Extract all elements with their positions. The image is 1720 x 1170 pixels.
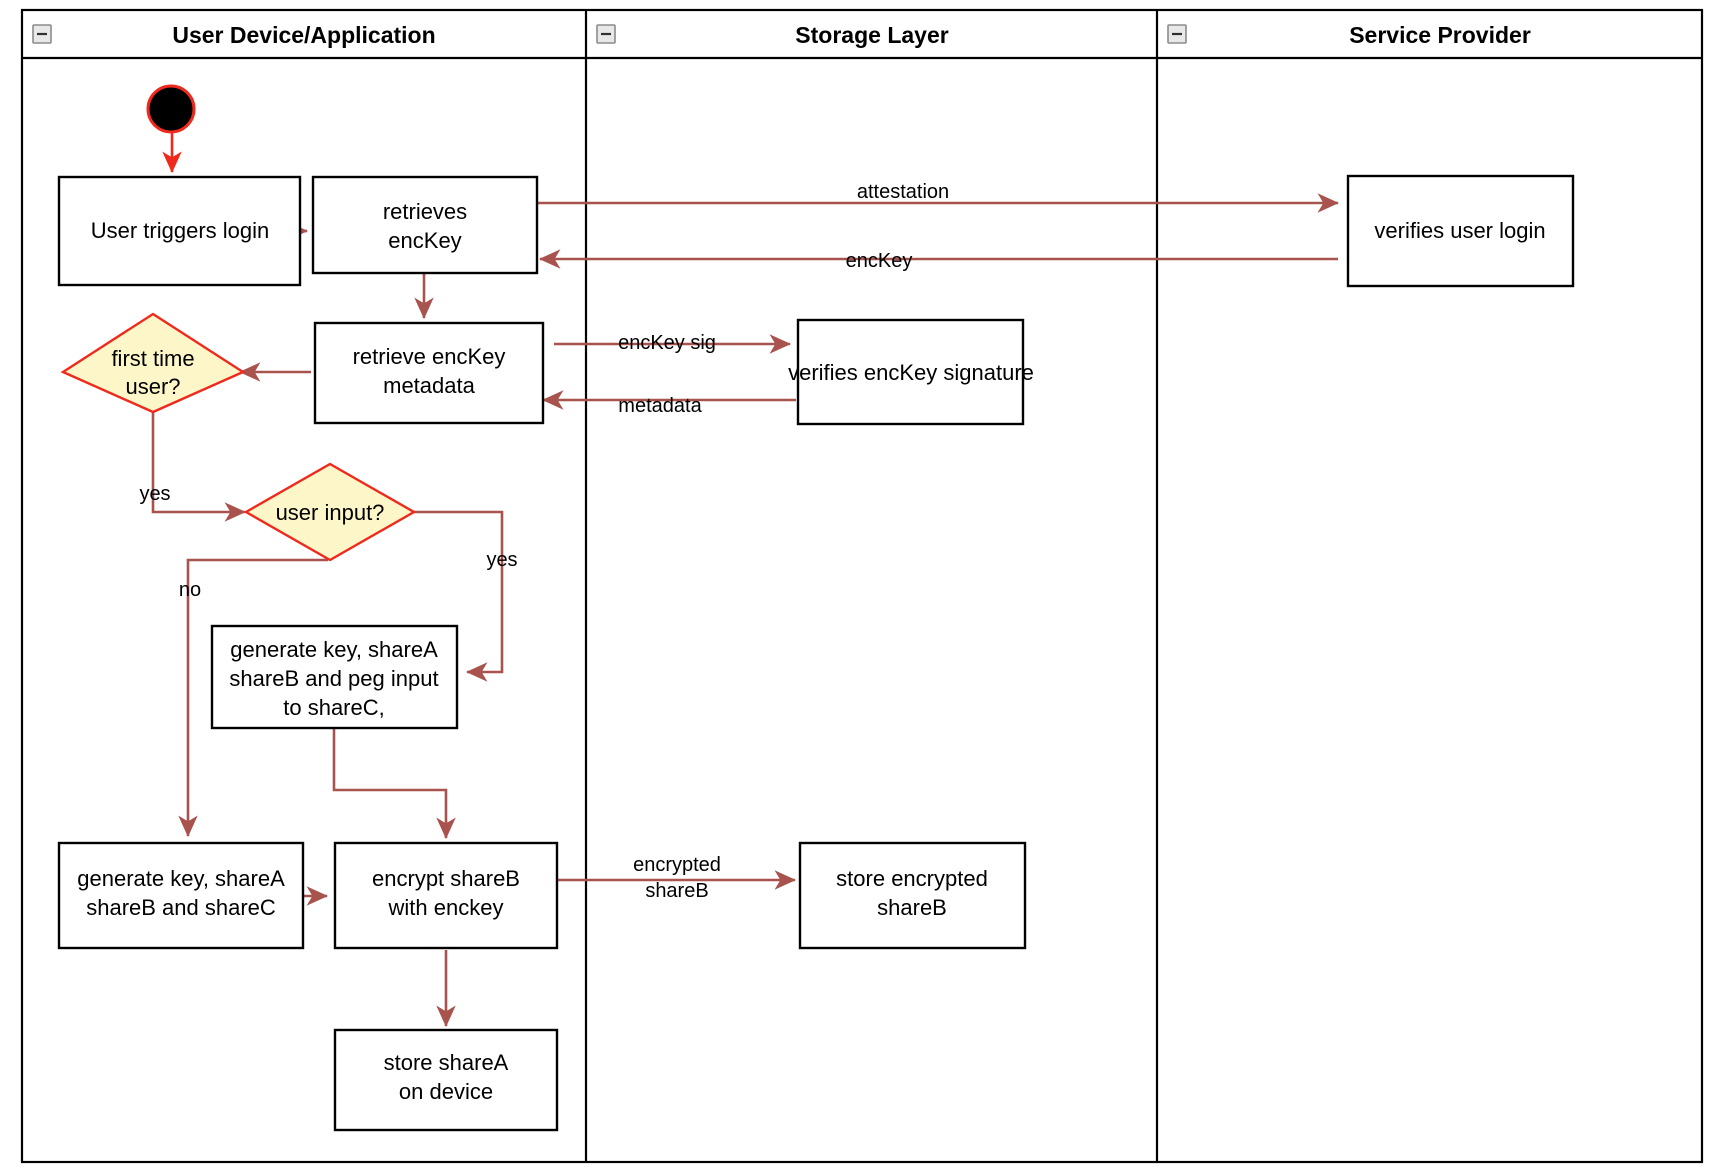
start-node-circle <box>146 84 196 134</box>
node-verifies-enckey-signature[interactable]: verifies encKey signature <box>788 318 1034 426</box>
diagram-frame <box>20 8 1704 1164</box>
edge-label-metadata: metadata <box>618 395 702 417</box>
node-store-encrypted-shareb-line-0: store encrypted <box>836 866 988 891</box>
lane-title-service-provider: Service Provider <box>1349 22 1531 48</box>
node-first-time-user-diamond <box>60 312 246 414</box>
node-verifies-enckey-signature-rect <box>796 318 1025 426</box>
node-first-time-user-line-0: first time <box>111 346 194 371</box>
lane-header-service-provider: Service Provider <box>1167 22 1531 48</box>
node-retrieves-enckey-rect <box>311 175 539 275</box>
edge-label-firsttime-yes: yes <box>139 483 170 505</box>
node-store-sharea-on-device-rect <box>333 1028 559 1132</box>
node-user-input-diamond <box>243 462 417 562</box>
node-store-encrypted-shareb-line-1: shareB <box>877 895 947 920</box>
node-generate-key-sharec[interactable]: generate key, shareA shareB and shareC <box>57 841 305 950</box>
edge-label-encrypted: encrypted <box>633 854 721 876</box>
node-retrieve-enckey-metadata-rect <box>313 321 545 425</box>
node-generate-key-sharec-rect <box>57 841 305 950</box>
edge-label-shareb: shareB <box>645 880 708 902</box>
node-generate-key-sharec-line-1: shareB and shareC <box>86 895 276 920</box>
node-generate-key-peg-input[interactable]: generate key, shareA shareB and peg inpu… <box>210 624 459 730</box>
node-encrypt-shareb-rect <box>333 841 559 950</box>
node-user-triggers-login-rect <box>57 175 302 287</box>
node-store-sharea-on-device[interactable]: store shareA on device <box>333 1028 559 1132</box>
node-retrieve-enckey-metadata[interactable]: retrieve encKey metadata <box>313 321 545 425</box>
node-encrypt-shareb-line-1: with enckey <box>388 895 504 920</box>
edge-userinput-yes <box>411 510 504 682</box>
node-retrieve-enckey-metadata-line-0: retrieve encKey <box>353 344 506 369</box>
edge-label-userinput-no: no <box>179 579 201 601</box>
node-generate-key-peg-input-line-0: generate key, shareA <box>230 637 438 662</box>
node-user-triggers-login-line-0: User triggers login <box>91 218 270 243</box>
node-user-triggers-login[interactable]: User triggers login <box>57 175 302 287</box>
edge-label-enckey: encKey <box>846 250 913 272</box>
node-store-sharea-on-device-line-1: on device <box>399 1079 493 1104</box>
node-encrypt-shareb[interactable]: encrypt shareB with enckey <box>333 841 559 950</box>
node-generate-key-peg-input-rect <box>210 624 459 730</box>
node-encrypt-shareb-line-0: encrypt shareB <box>372 866 520 891</box>
edge-label-userinput-yes: yes <box>486 549 517 571</box>
node-verifies-user-login-rect <box>1346 174 1575 288</box>
node-verifies-enckey-signature-line-0: verifies encKey signature <box>788 360 1034 385</box>
node-generate-key-peg-input-line-2: to shareC, <box>283 695 385 720</box>
node-retrieve-enckey-metadata-line-1: metadata <box>383 373 475 398</box>
node-store-sharea-on-device-line-0: store shareA <box>384 1050 509 1075</box>
node-start[interactable] <box>146 84 196 134</box>
lane-header-user-device: User Device/Application <box>32 22 436 48</box>
node-retrieves-enckey[interactable]: retrieves encKey <box>311 175 539 275</box>
node-generate-key-sharec-line-0: generate key, shareA <box>77 866 285 891</box>
node-store-encrypted-shareb-rect <box>798 841 1027 950</box>
lane-title-storage: Storage Layer <box>795 22 948 48</box>
node-retrieves-enckey-line-1: encKey <box>388 228 461 253</box>
edge-userinput-no <box>178 558 328 837</box>
node-verifies-user-login[interactable]: verifies user login <box>1346 174 1575 288</box>
node-first-time-user[interactable]: first time user? <box>60 312 246 414</box>
lane-header-storage: Storage Layer <box>596 22 949 48</box>
node-user-input-line-0: user input? <box>276 500 385 525</box>
node-store-encrypted-shareb[interactable]: store encrypted shareB <box>798 841 1027 950</box>
node-first-time-user-line-1: user? <box>125 374 180 399</box>
node-user-input[interactable]: user input? <box>243 462 417 562</box>
node-retrieves-enckey-line-0: retrieves <box>383 199 467 224</box>
node-generate-key-peg-input-line-1: shareB and peg input <box>229 666 438 691</box>
node-verifies-user-login-line-0: verifies user login <box>1374 218 1545 243</box>
edge-peginput-to-encrypt <box>332 728 456 839</box>
edge-firsttime-yes <box>151 412 246 522</box>
lane-title-user-device: User Device/Application <box>172 22 435 48</box>
edge-label-enckey-sig: encKey sig <box>618 332 716 354</box>
edge-label-attestation: attestation <box>857 181 949 203</box>
